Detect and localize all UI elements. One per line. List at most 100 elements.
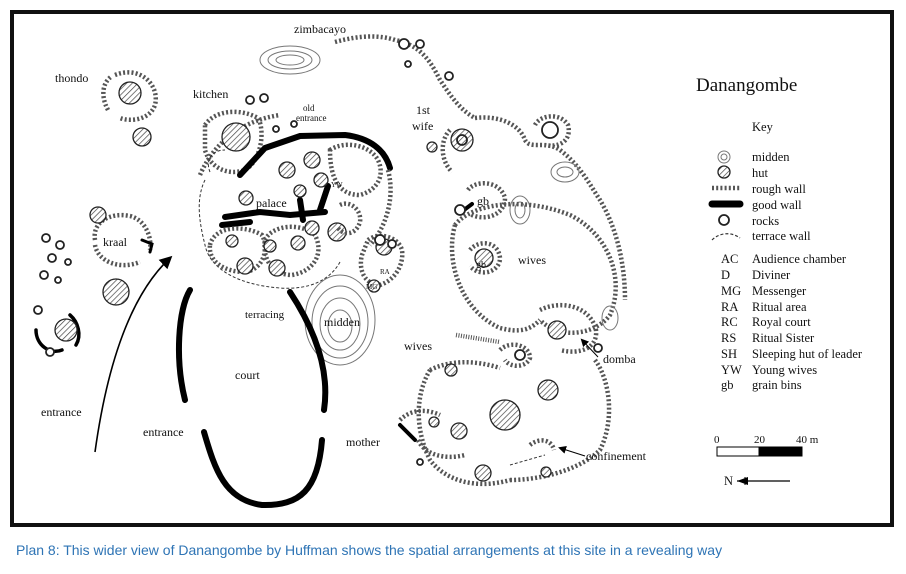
kraal-enclosure [89,206,154,306]
hut [537,379,559,401]
figure-caption: Plan 8: This wider view of Danangombe by… [16,542,723,558]
hut [426,141,438,153]
label-mg: MG [366,283,377,291]
key-abbreviations: AC Audience chamber D Diviner MG Messeng… [721,252,863,392]
label-domba: domba [603,352,636,366]
plan-title: Danangombe [696,75,797,96]
label-midden: midden [324,315,360,329]
label-terracing: terracing [245,309,285,321]
left-scatter [33,233,81,357]
key-meaning: Royal court [752,315,811,329]
hut [293,184,307,198]
key-abbr: D [721,268,730,282]
key-meaning: Sleeping hut of leader [752,347,863,361]
label-gb-lower: gb [476,260,486,271]
hut [547,320,567,340]
key-abbr: RA [721,300,738,314]
label-1st: 1st [416,103,431,117]
label-confinement: confinement [586,449,647,463]
scale-bar: 0 20 40 m [714,434,819,457]
palace-complex [197,93,405,293]
hut [489,399,521,431]
key-label-terrace-wall: terrace wall [752,229,811,243]
court-enclosure [176,287,329,509]
key-meaning: Young wives [752,363,817,377]
hut [450,422,468,440]
label-thondo: thondo [55,71,88,85]
rocks-symbol [718,214,730,226]
label-entrance-left: entrance [41,405,82,419]
key-abbr: YW [721,363,742,377]
thondo-enclosure [101,70,159,147]
north-label: N [724,474,733,488]
label-entrance-court: entrance [143,425,184,439]
key-abbr: AC [721,252,738,266]
key-meaning: Ritual area [752,300,807,314]
hut [118,81,142,105]
hut [89,206,107,224]
key-symbols: midden hut rough wall good wall rocks te… [708,150,811,243]
key-meaning: Diviner [752,268,791,282]
hut [238,190,254,206]
north-arrow: N [724,474,790,488]
key-meaning: Messenger [752,284,807,298]
label-old-entrance: entrance [296,113,326,123]
midden-north [259,45,321,75]
scale-tick-0: 0 [714,434,720,446]
hut [450,128,474,152]
midden-symbol [717,150,731,164]
key-meaning: Ritual Sister [752,331,815,345]
hut [327,222,347,242]
label-old: old [303,103,315,113]
key-abbr: MG [721,284,741,298]
hut [303,151,321,169]
hut [102,278,130,306]
hut [263,239,277,253]
hut [221,122,251,152]
key-label-rough-wall: rough wall [752,182,806,196]
label-ra: RA [380,268,390,276]
confinement-pointer [558,446,586,457]
label-wife: wife [412,119,433,133]
key-abbr: SH [721,347,737,361]
scale-tick-40: 40 m [796,434,819,446]
key-label-good-wall: good wall [752,198,802,212]
key-abbr: gb [721,378,734,392]
label-palace: palace [256,196,287,210]
terrace-wall-symbol [711,233,741,241]
hut [225,234,239,248]
key-label-midden: midden [752,150,790,164]
hut [428,416,440,428]
hut [304,220,320,236]
key-meaning: Audience chamber [752,252,847,266]
hut [236,257,254,275]
key-abbr: RS [721,331,736,345]
hut [132,127,152,147]
label-court: court [235,368,260,382]
key-abbr: RC [721,315,738,329]
label-gb-upper: gb [477,194,489,208]
east-complex [398,114,628,487]
hut [313,172,329,188]
key-meaning: grain bins [752,378,802,392]
hut [54,318,78,342]
hut [367,279,381,293]
label-zimbacayo: zimbacayo [294,22,346,36]
hut [540,466,552,478]
key-label-hut: hut [752,166,769,180]
label-kitchen: kitchen [193,87,228,101]
label-mother: mother [346,435,380,449]
zimbacayo-chain [334,34,477,120]
hut [474,464,492,482]
hut [278,161,296,179]
domba-pointer [580,338,599,358]
key-label-rocks: rocks [752,214,779,228]
label-wives-lower: wives [404,339,432,353]
hut [268,259,286,277]
label-wives-upper: wives [518,253,546,267]
hut [444,363,458,377]
scale-tick-20: 20 [754,434,766,446]
hut-symbol [717,165,731,179]
hut [290,235,306,251]
